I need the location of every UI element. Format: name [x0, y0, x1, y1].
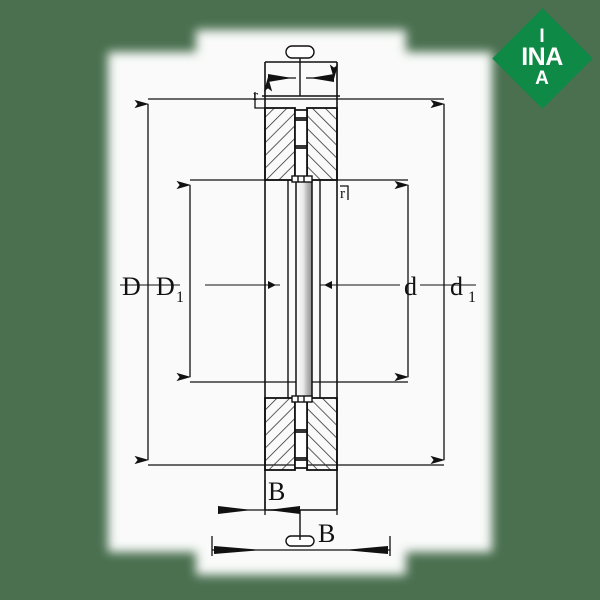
svg-text:1: 1: [468, 289, 476, 306]
dimension-label-D1: D 1: [156, 272, 184, 306]
svg-text:r: r: [253, 88, 258, 104]
svg-text:B: B: [268, 477, 285, 506]
dimension-frame-D: [134, 98, 446, 466]
cage-detail-strips: [291, 175, 313, 403]
top-flange-rails: [262, 61, 340, 97]
bottom-outer-ring-hatched: [264, 397, 296, 471]
dimension-label-D: D: [122, 272, 141, 301]
svg-text:r: r: [340, 186, 345, 202]
dimension-label-B-lower: B: [318, 519, 335, 548]
svg-text:d: d: [404, 272, 417, 301]
dimension-label-d: d: [404, 272, 417, 301]
bottom-inner-ring-hatched: [306, 397, 338, 471]
svg-text:1: 1: [176, 289, 184, 306]
dimension-label-d1: d 1: [450, 272, 476, 306]
dimension-label-B-upper: B: [268, 477, 285, 506]
dimension-frame-D1: [176, 179, 410, 383]
top-rolling-elements: [294, 109, 308, 179]
dimension-B-lower: [211, 536, 391, 556]
top-outer-ring-hatched: [264, 107, 296, 181]
svg-text:D: D: [156, 272, 175, 301]
svg-text:D: D: [122, 272, 141, 301]
left-step-detail: [254, 92, 265, 109]
svg-text:B: B: [318, 519, 335, 548]
top-dimension-callout: [265, 45, 337, 96]
bottom-rolling-elements: [294, 399, 308, 469]
mid-step-detail: [340, 185, 349, 200]
top-inner-ring-hatched: [306, 107, 338, 181]
svg-text:d: d: [450, 272, 463, 301]
radius-callout-top: r: [253, 88, 258, 104]
top-width-arrow: [263, 64, 339, 92]
center-axis-line: [120, 281, 476, 289]
bottom-base-plate: [265, 509, 337, 547]
radius-callout-middle: r: [340, 186, 345, 202]
